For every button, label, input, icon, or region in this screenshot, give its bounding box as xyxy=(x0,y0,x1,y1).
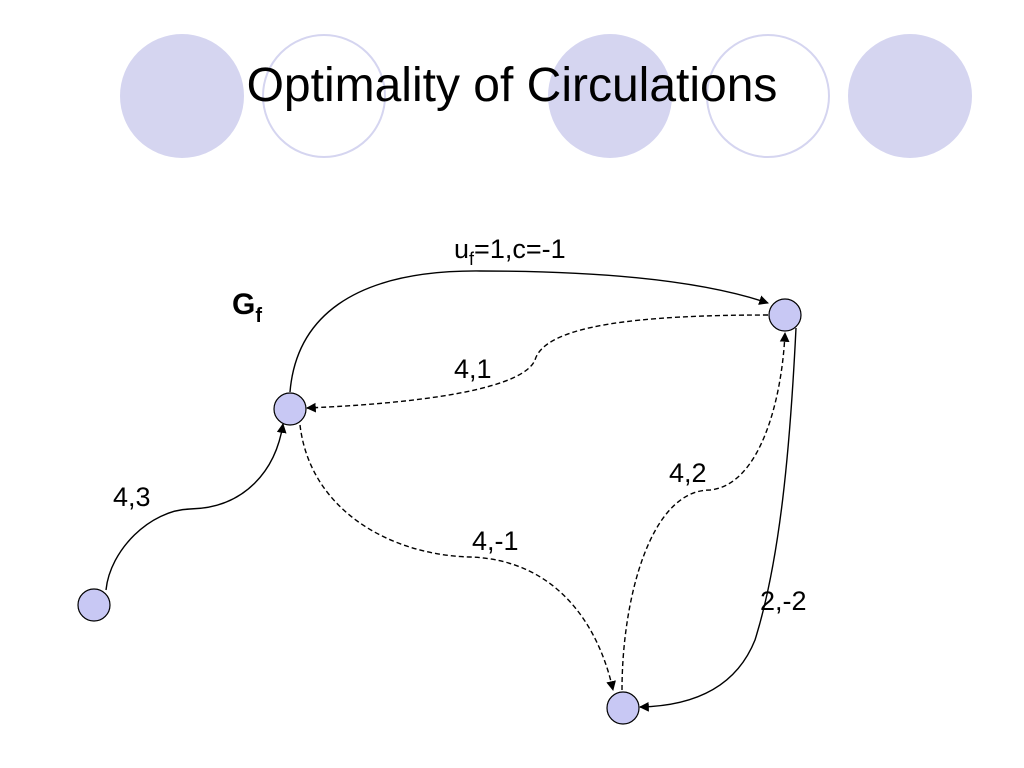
node-n2 xyxy=(768,298,802,332)
decorative-circle-4 xyxy=(706,34,830,158)
edge-label-n1-n2: uf=1,c=-1 xyxy=(454,234,566,269)
page-title: Optimality of Circulations xyxy=(246,59,778,112)
decorative-circle-1 xyxy=(120,34,244,158)
edge-n2-n3 xyxy=(639,327,797,712)
decorative-circle-2 xyxy=(262,34,386,158)
edge-n4-n1 xyxy=(105,423,287,591)
edge-n1-n3 xyxy=(299,424,616,691)
edge-label-n4-n1: 4,3 xyxy=(113,482,151,512)
node-n3 xyxy=(606,691,640,725)
edge-label-n3-n2: 4,2 xyxy=(669,458,707,488)
edge-n3-n2 xyxy=(621,332,790,691)
decorative-circle-3 xyxy=(548,34,672,158)
edge-n2-n1 xyxy=(306,314,769,413)
decorative-circle-5 xyxy=(848,34,972,158)
edge-label-n1-n3: 4,-1 xyxy=(472,526,519,556)
edge-label-n2-n1: 4,1 xyxy=(454,354,492,384)
node-n4 xyxy=(77,588,111,622)
edge-n1-n2 xyxy=(289,270,769,393)
graph-name: Gf xyxy=(232,288,262,327)
node-n1 xyxy=(273,392,307,426)
edge-label-n2-n3: 2,-2 xyxy=(760,586,807,616)
